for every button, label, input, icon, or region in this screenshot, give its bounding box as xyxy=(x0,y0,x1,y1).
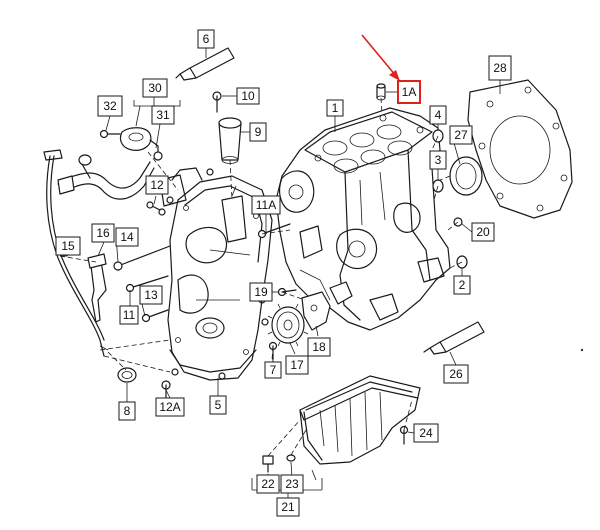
bolt-13 xyxy=(125,275,169,323)
label-18: 18 xyxy=(307,337,331,357)
label-24: 24 xyxy=(413,423,439,443)
svg-text:28: 28 xyxy=(493,61,507,75)
svg-text:24: 24 xyxy=(419,426,433,440)
label-26: 26 xyxy=(443,364,469,384)
label-17: 17 xyxy=(285,355,309,375)
dowel-1a xyxy=(376,83,386,101)
label-28: 28 xyxy=(488,55,512,81)
label-11a: 11A xyxy=(251,195,281,215)
svg-text:6: 6 xyxy=(203,32,210,46)
bolt-12 xyxy=(146,201,161,211)
sprocket xyxy=(267,303,309,347)
svg-text:4: 4 xyxy=(435,108,442,122)
label-12: 12 xyxy=(145,175,169,195)
label-30: 30 xyxy=(142,78,168,98)
breather-fitting xyxy=(119,127,163,161)
svg-text:23: 23 xyxy=(285,477,299,491)
label-7: 7 xyxy=(264,361,282,379)
label-27: 27 xyxy=(449,125,473,145)
label-12a: 12A xyxy=(155,397,185,417)
bolt-19 xyxy=(277,287,297,297)
svg-text:30: 30 xyxy=(148,81,162,95)
label-11: 11 xyxy=(119,305,139,325)
svg-text:20: 20 xyxy=(476,225,490,239)
bolt-7 xyxy=(268,341,278,361)
bolt-10 xyxy=(212,91,222,113)
highlight-arrow xyxy=(361,34,400,81)
svg-text:31: 31 xyxy=(156,108,170,122)
label-20: 20 xyxy=(471,222,495,242)
svg-text:27: 27 xyxy=(454,128,468,142)
alignment-lines xyxy=(59,97,463,457)
label-2: 2 xyxy=(453,275,471,295)
stray-dot xyxy=(580,348,584,352)
label-32: 32 xyxy=(97,95,123,117)
bolt-12a xyxy=(161,380,171,399)
svg-text:22: 22 xyxy=(261,477,275,491)
seal-27 xyxy=(449,156,483,196)
svg-text:8: 8 xyxy=(124,404,131,418)
bolt-32 xyxy=(99,129,121,139)
svg-text:5: 5 xyxy=(215,398,222,412)
label-22: 22 xyxy=(256,474,280,494)
label-14: 14 xyxy=(115,227,139,247)
label-4: 4 xyxy=(429,105,447,125)
bracket-18 xyxy=(301,281,353,331)
svg-text:7: 7 xyxy=(270,363,277,377)
oil-pan xyxy=(299,375,421,465)
svg-text:13: 13 xyxy=(144,288,158,302)
svg-text:19: 19 xyxy=(254,285,268,299)
label-3: 3 xyxy=(429,150,447,170)
seal-ring-23 xyxy=(286,454,296,462)
label-31: 31 xyxy=(151,105,175,125)
label-15: 15 xyxy=(55,236,81,256)
svg-text:2: 2 xyxy=(459,278,466,292)
svg-text:1: 1 xyxy=(332,101,339,115)
svg-text:12: 12 xyxy=(150,178,164,192)
breather-hose xyxy=(57,154,155,200)
oil-seal xyxy=(117,367,137,383)
svg-text:14: 14 xyxy=(120,230,134,244)
label-13: 13 xyxy=(139,285,163,305)
label-21: 21 xyxy=(276,497,300,517)
guide-tube xyxy=(87,253,107,323)
dipstick xyxy=(43,149,109,357)
label-6: 6 xyxy=(197,29,215,49)
label-8: 8 xyxy=(118,401,136,421)
label-23: 23 xyxy=(280,474,304,494)
label-19: 19 xyxy=(249,282,273,302)
bolt-14 xyxy=(113,245,171,271)
svg-text:15: 15 xyxy=(61,239,75,253)
pipe-9 xyxy=(218,117,242,164)
svg-text:18: 18 xyxy=(312,340,326,354)
label-10: 10 xyxy=(236,87,260,105)
svg-text:21: 21 xyxy=(281,500,295,514)
svg-text:32: 32 xyxy=(103,99,117,113)
timing-cover xyxy=(159,167,273,381)
sealant-tube-6 xyxy=(175,47,235,81)
engine-block xyxy=(275,107,451,331)
svg-text:16: 16 xyxy=(96,226,110,240)
svg-text:26: 26 xyxy=(449,367,463,381)
svg-text:1A: 1A xyxy=(402,85,417,99)
svg-text:12A: 12A xyxy=(159,400,180,414)
label-5: 5 xyxy=(209,395,227,415)
svg-text:10: 10 xyxy=(241,89,255,103)
label-1a: 1A xyxy=(397,80,421,104)
label-16: 16 xyxy=(91,223,115,243)
svg-text:3: 3 xyxy=(435,153,442,167)
sealant-tube-26 xyxy=(423,321,485,355)
svg-text:17: 17 xyxy=(290,358,304,372)
drain-plug-22 xyxy=(262,455,274,473)
gasket-28 xyxy=(467,79,573,219)
svg-text:11: 11 xyxy=(123,308,136,322)
label-1: 1 xyxy=(326,99,344,117)
label-9: 9 xyxy=(249,122,267,142)
svg-text:9: 9 xyxy=(255,125,262,139)
svg-text:11A: 11A xyxy=(256,198,276,212)
